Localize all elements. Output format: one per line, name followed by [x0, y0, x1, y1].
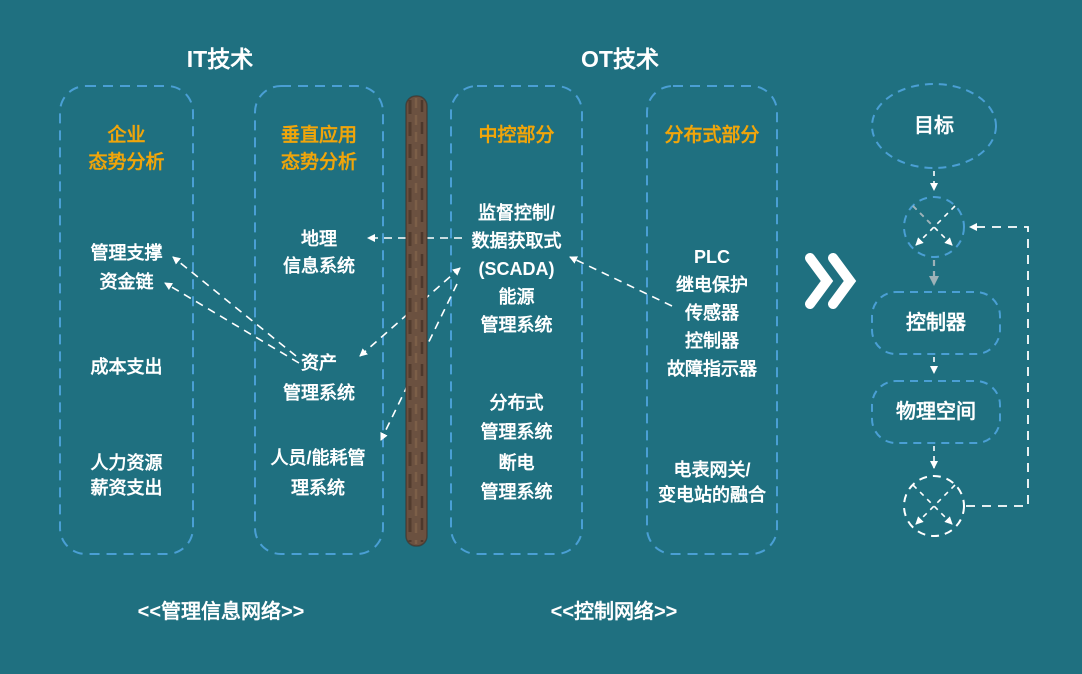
- feedback-loop-line: [966, 223, 1029, 507]
- ot-column-2-box: [646, 85, 778, 555]
- controller-label: 控制器: [906, 312, 966, 334]
- column-header-enterprise: 企业 态势分析: [88, 125, 165, 173]
- arrow-asset-to-capital-chain: [164, 282, 300, 364]
- goal-label: 目标: [914, 115, 954, 137]
- item-outage-mgmt: 断电 管理系统: [480, 453, 553, 502]
- management-network-label: <<管理信息网络>>: [137, 601, 305, 623]
- item-asset-management: 资产 管理系统: [283, 353, 355, 403]
- item-personnel-energy: 人员/能耗管 理系统: [270, 448, 366, 498]
- wall-separator-bar: [405, 95, 428, 547]
- junction-bottom-crossed-circle-icon: [903, 475, 965, 537]
- control-network-label: <<控制网络>>: [550, 601, 678, 623]
- double-chevron-right-icon: [805, 253, 857, 309]
- item-plc-group: PLC 继电保护 传感器 控制器 故障指示器: [667, 247, 757, 379]
- item-hr-payroll: 人力资源 薪资支出: [90, 453, 163, 498]
- item-meter-gateway: 电表网关/ 变电站的融合: [658, 460, 766, 505]
- item-management-support-capital: 管理支撑 资金链: [90, 243, 163, 292]
- item-scada-energy: 监督控制/ 数据获取式 (SCADA) 能源 管理系统: [471, 203, 562, 335]
- item-distributed-mgmt: 分布式 管理系统: [480, 393, 553, 442]
- ot-section-title: OT技术: [581, 46, 659, 72]
- column-header-central: 中控部分: [478, 125, 555, 146]
- item-cost-expenditure: 成本支出: [90, 357, 163, 377]
- arrow-asset-to-management-support: [172, 256, 297, 357]
- junction-top-crossed-circle-icon: [903, 196, 965, 258]
- it-section-title: IT技术: [186, 46, 254, 72]
- it-column-1-box: [59, 85, 194, 555]
- arrow-plc-to-scada: [569, 256, 673, 307]
- goal-ellipse: [871, 83, 997, 169]
- physical-space-label: 物理空间: [896, 401, 976, 423]
- column-header-distributed: 分布式部分: [664, 125, 760, 146]
- column-header-vertical: 垂直应用 态势分析: [280, 125, 357, 173]
- item-gis: 地理 信息系统: [283, 229, 355, 276]
